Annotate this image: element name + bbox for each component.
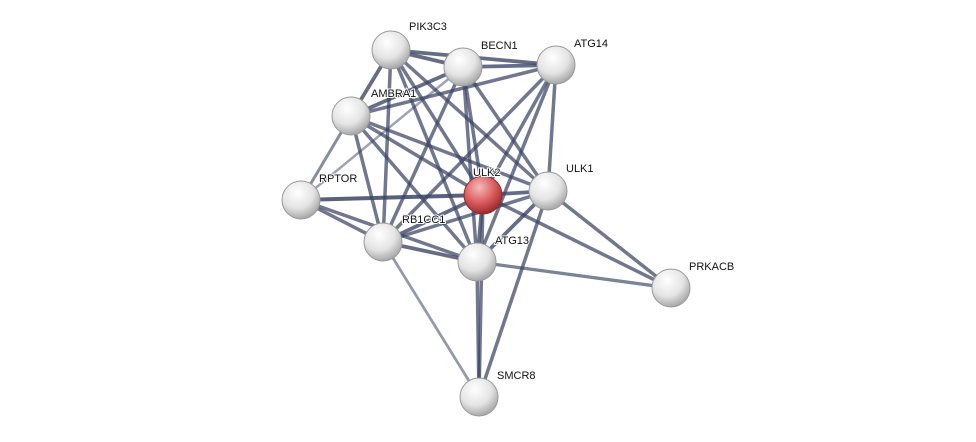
- edge-atg14-ambra1[interactable]: [350, 63, 557, 118]
- edge-ulk1-prkacb[interactable]: [546, 189, 673, 290]
- edge-ambra1-rb1cc1[interactable]: [349, 115, 385, 243]
- node-rptor[interactable]: RPTOR: [281, 172, 358, 220]
- edge-atg14-ulk1[interactable]: [546, 64, 558, 192]
- node-becn1[interactable]: BECN1: [443, 39, 519, 87]
- edge-rptor-ulk2[interactable]: [300, 193, 484, 202]
- node-ulk2[interactable]: ULK2: [463, 166, 503, 215]
- node-sphere[interactable]: [536, 45, 576, 85]
- edges-layer: [299, 48, 673, 398]
- edge-pik3c3-ulk1[interactable]: [389, 48, 550, 193]
- edge-becn1-ulk1[interactable]: [461, 66, 550, 192]
- node-label: PIK3C3: [409, 21, 447, 33]
- node-pik3c3[interactable]: PIK3C3: [371, 20, 448, 70]
- edge-atg13-prkacb[interactable]: [476, 260, 672, 290]
- node-sphere[interactable]: [459, 377, 499, 417]
- node-label: ULK1: [566, 163, 594, 175]
- node-atg13[interactable]: ATG13: [457, 234, 530, 282]
- edge-ambra1-ulk2[interactable]: [350, 114, 484, 197]
- node-smcr8[interactable]: SMCR8: [459, 369, 537, 417]
- node-ambra1[interactable]: AMBRA1: [331, 87, 417, 136]
- edge-rb1cc1-smcr8[interactable]: [381, 241, 481, 398]
- edge-atg14-rb1cc1[interactable]: [381, 63, 558, 244]
- edge-ulk1-smcr8[interactable]: [477, 190, 550, 398]
- node-sphere[interactable]: [528, 171, 568, 211]
- node-sphere[interactable]: [281, 180, 321, 220]
- edge-pik3c3-rb1cc1[interactable]: [381, 49, 393, 243]
- edge-ambra1-atg13[interactable]: [349, 114, 479, 264]
- edge-becn1-atg13[interactable]: [461, 66, 479, 263]
- node-sphere[interactable]: [371, 30, 411, 70]
- edge-ulk2-prkacb[interactable]: [482, 193, 672, 290]
- edge-ambra1-ulk1[interactable]: [350, 114, 549, 193]
- node-sphere[interactable]: [443, 47, 483, 87]
- edge-atg14-atg13[interactable]: [475, 64, 558, 263]
- node-sphere[interactable]: [651, 268, 691, 308]
- node-label: PRKACB: [689, 261, 734, 273]
- node-label: ULK2: [473, 167, 501, 179]
- node-label: AMBRA1: [371, 88, 416, 100]
- node-atg14[interactable]: ATG14: [536, 37, 609, 85]
- edge-becn1-ambra1[interactable]: [350, 65, 464, 118]
- node-label: ATG13: [495, 235, 529, 247]
- node-rb1cc1[interactable]: RB1CC1: [363, 213, 446, 262]
- edge-pik3c3-atg13[interactable]: [389, 49, 479, 263]
- node-label: BECN1: [481, 40, 518, 52]
- edge-atg14-ulk2[interactable]: [481, 64, 558, 196]
- node-sphere[interactable]: [457, 242, 497, 282]
- edge-ulk1-rb1cc1[interactable]: [382, 189, 549, 244]
- node-prkacb[interactable]: PRKACB: [651, 260, 735, 308]
- node-ulk1[interactable]: ULK1: [528, 162, 595, 211]
- node-sphere[interactable]: [331, 96, 371, 136]
- node-label: RB1CC1: [402, 214, 445, 226]
- node-label: SMCR8: [497, 370, 536, 382]
- node-label: ATG14: [574, 38, 608, 50]
- node-sphere[interactable]: [363, 222, 403, 262]
- node-sphere[interactable]: [463, 175, 503, 215]
- node-label: RPTOR: [319, 173, 357, 185]
- edge-atg13-smcr8[interactable]: [475, 261, 481, 398]
- edge-becn1-rb1cc1[interactable]: [381, 66, 465, 243]
